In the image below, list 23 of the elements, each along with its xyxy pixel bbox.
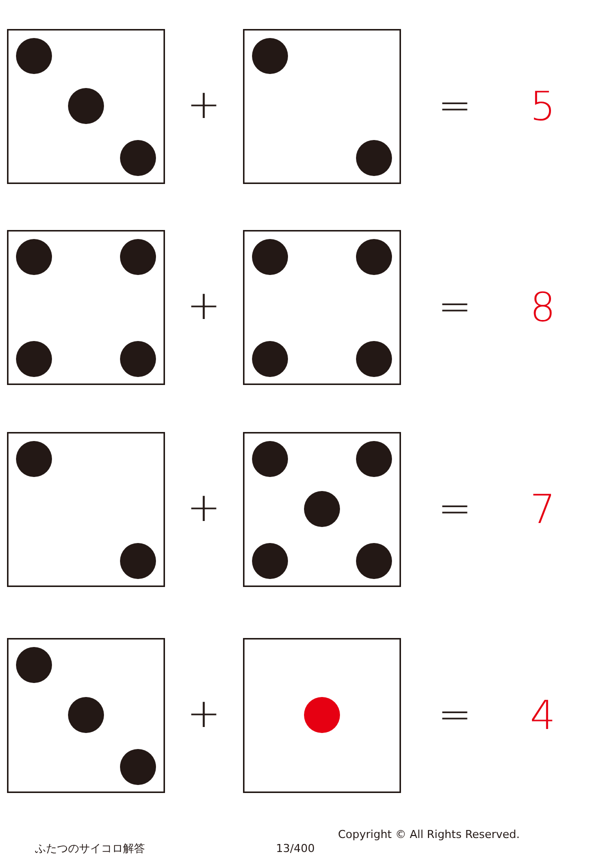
page-number: 13/400	[276, 843, 315, 854]
worksheet-title: ふたつのサイコロ解答	[35, 843, 145, 854]
answer-number: 5	[530, 87, 556, 127]
plus-sign: +	[187, 286, 221, 326]
plus-sign: +	[187, 694, 221, 734]
dice-face-drawing	[7, 29, 165, 184]
plus-sign: +	[187, 85, 221, 125]
answer-number: 8	[530, 288, 556, 328]
equals-sign: =	[438, 287, 472, 327]
equals-sign: =	[438, 86, 472, 126]
dice-face-drawing	[243, 638, 401, 793]
dice-face-drawing	[243, 230, 401, 385]
dice-face-drawing	[7, 230, 165, 385]
plus-sign: +	[187, 488, 221, 528]
answer-number: 7	[530, 490, 556, 530]
equals-sign: =	[438, 489, 472, 529]
equals-sign: =	[438, 695, 472, 735]
dice-face-drawing	[7, 432, 165, 587]
dice-face-drawing	[243, 29, 401, 184]
copyright-notice: Copyright © All Rights Reserved.	[338, 829, 520, 840]
dice-face-drawing	[7, 638, 165, 793]
dice-face-drawing	[243, 432, 401, 587]
answer-number: 4	[530, 696, 556, 736]
